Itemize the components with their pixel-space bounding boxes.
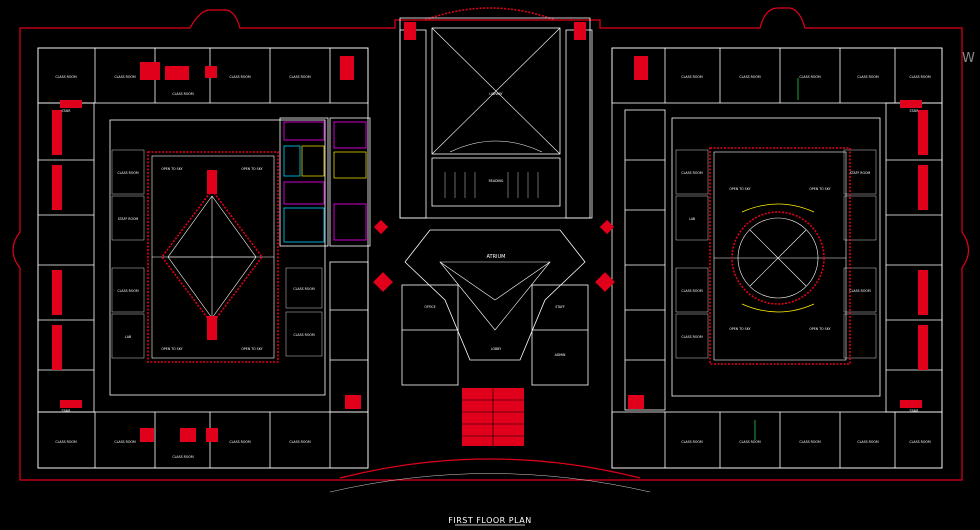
room-label: STAFF ROOM: [118, 217, 139, 221]
room-label: CLASS ROOM: [229, 75, 251, 79]
room-label: CLASS ROOM: [229, 440, 251, 444]
room-label: CLASS ROOM: [55, 75, 77, 79]
room-label: OPEN TO SKY: [241, 347, 262, 351]
room-label: CLASS ROOM: [172, 92, 194, 96]
room-label: CLASS ROOM: [293, 287, 315, 291]
room-label: CLASS ROOM: [114, 440, 136, 444]
watermark-fragment: W: [962, 51, 975, 66]
room-label: CLASS ROOM: [117, 171, 139, 175]
room-label: CLASS ROOM: [681, 289, 703, 293]
room-label: CLASS ROOM: [681, 171, 703, 175]
room-label: CLASS ROOM: [739, 75, 761, 79]
room-label: CLASS ROOM: [681, 75, 703, 79]
drawing-title: FIRST FLOOR PLAN: [448, 516, 531, 525]
room-label: OFFICE: [424, 305, 435, 309]
room-label: OPEN TO SKY: [809, 327, 830, 331]
room-label: ADMIN: [555, 353, 566, 357]
room-label: OPEN TO SKY: [241, 167, 262, 171]
room-label: CLASS ROOM: [114, 75, 136, 79]
room-label: CLASS ROOM: [117, 289, 139, 293]
room-label: CLASS ROOM: [55, 440, 77, 444]
room-label: LOBBY: [491, 347, 501, 351]
room-label: CLASS ROOM: [909, 75, 931, 79]
room-label: OPEN TO SKY: [161, 167, 182, 171]
room-label: LAB: [125, 335, 131, 339]
left-wing: [37, 47, 371, 469]
room-label: OPEN TO SKY: [161, 347, 182, 351]
room-label: CLASS ROOM: [799, 440, 821, 444]
room-labels: CLASS ROOM CLASS ROOM CLASS ROOM CLASS R…: [55, 75, 931, 459]
central-block: [373, 17, 615, 446]
room-label: STAIR: [61, 109, 71, 113]
entrance-canopy-arc: [424, 7, 556, 21]
room-label: CLASS ROOM: [289, 75, 311, 79]
atrium-label: ATRIUM: [486, 254, 505, 260]
room-label: CLASS ROOM: [293, 333, 315, 337]
room-label: STAFF ROOM: [850, 171, 871, 175]
room-label: STAIR: [909, 109, 919, 113]
room-label: CLASS ROOM: [172, 455, 194, 459]
room-label: LIBRARY: [489, 92, 502, 96]
room-label: CLASS ROOM: [857, 440, 879, 444]
right-wing: [611, 47, 943, 469]
room-label: CLASS ROOM: [857, 75, 879, 79]
site-boundary: [12, 7, 970, 493]
room-label: STAIR: [909, 409, 919, 413]
room-label: OPEN TO SKY: [729, 327, 750, 331]
room-label: STAIR: [61, 409, 71, 413]
room-label: CLASS ROOM: [799, 75, 821, 79]
room-label: STAFF: [555, 305, 565, 309]
room-label: LAB: [689, 217, 695, 221]
room-label: OPEN TO SKY: [729, 187, 750, 191]
room-label: CLASS ROOM: [681, 440, 703, 444]
room-label: CLASS ROOM: [289, 440, 311, 444]
room-label: READING: [489, 179, 504, 183]
room-label: OPEN TO SKY: [809, 187, 830, 191]
room-label: CLASS ROOM: [739, 440, 761, 444]
room-label: CLASS ROOM: [909, 440, 931, 444]
room-label: CLASS ROOM: [849, 289, 871, 293]
room-label: CLASS ROOM: [681, 335, 703, 339]
